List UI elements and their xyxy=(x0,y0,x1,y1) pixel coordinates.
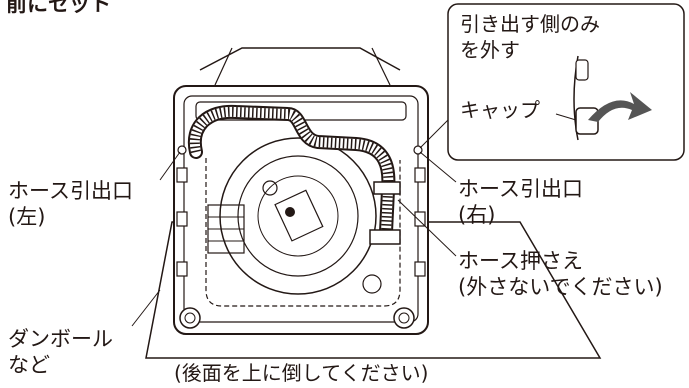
hose-holder-clamp xyxy=(369,181,401,245)
callout-title-line2: を外す xyxy=(460,38,520,62)
removal-arrow xyxy=(588,92,652,122)
leader-callout xyxy=(419,119,449,149)
hose-outlet-right-label-line2: (右) xyxy=(458,203,496,227)
hose-outlet-right-label-line1: ホース引出口 xyxy=(458,177,583,201)
callout-box xyxy=(447,3,685,161)
leader-right-outlet xyxy=(419,151,457,183)
callout-title-line1: 引き出す側のみ xyxy=(460,12,600,36)
washer-feet xyxy=(179,274,415,329)
leader-cardboard xyxy=(131,289,161,327)
hose-outlet-left-label-line2: (左) xyxy=(8,205,46,229)
hose-outlet-left-label-line1: ホース引出口 xyxy=(8,179,133,203)
hose-holder-label-line2: (外さないでください) xyxy=(458,275,663,299)
top-panel-outline xyxy=(199,47,401,71)
leader-left-outlet xyxy=(159,151,181,181)
cardboard-label-line1: ダンボール xyxy=(8,327,113,351)
control-panel-block xyxy=(207,204,245,254)
drain-hose xyxy=(187,104,396,239)
hose-holder-label-line1: ホース押さえ xyxy=(458,249,583,273)
leader-hose-holder xyxy=(397,199,457,257)
heading-fragment: 前にセット xyxy=(6,0,111,16)
side-clips xyxy=(176,167,426,277)
washer-drum xyxy=(219,137,377,295)
instruction-text: (後面を上に倒してください) xyxy=(174,361,429,385)
cardboard-label-line2: など xyxy=(8,353,50,377)
cap-label: キャップ xyxy=(460,98,540,122)
